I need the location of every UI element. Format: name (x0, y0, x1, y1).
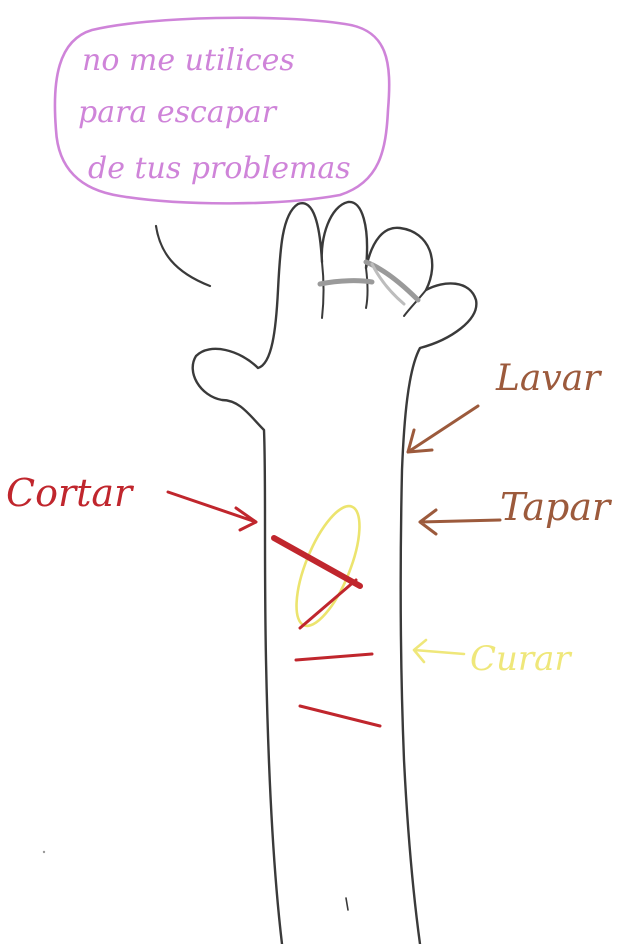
stray-mark (346, 898, 348, 910)
cut-mark-2 (296, 654, 372, 660)
curar-label: Curar (470, 639, 572, 679)
speech-line-3: de tus problemas (88, 151, 351, 186)
cortar-arrow (168, 492, 256, 530)
finger-detail-1 (322, 262, 324, 318)
tapar-annotation: Tapar (420, 485, 613, 534)
cortar-annotation: Cortar (6, 471, 256, 530)
curar-arrow (414, 640, 464, 662)
cut-mark-1 (274, 538, 360, 586)
tapar-label: Tapar (500, 485, 613, 529)
cut-marks (274, 538, 380, 726)
lavar-label: Lavar (495, 358, 602, 399)
speech-bubble-tail (156, 226, 210, 286)
lavar-annotation: Lavar (408, 358, 602, 452)
cut-mark-3 (300, 706, 380, 726)
finger-detail-2 (366, 268, 368, 308)
lavar-arrow (408, 406, 478, 452)
cortar-label: Cortar (6, 471, 135, 515)
tapar-arrow (420, 510, 500, 534)
curar-annotation: Curar (414, 639, 572, 679)
stray-dot (43, 851, 45, 853)
cut-mark-diagonal (300, 580, 356, 628)
speech-bubble: no me utilices para escapar de tus probl… (55, 18, 389, 286)
speech-line-2: para escapar (78, 95, 278, 130)
ring-band (320, 281, 372, 284)
speech-line-1: no me utilices (82, 43, 295, 78)
